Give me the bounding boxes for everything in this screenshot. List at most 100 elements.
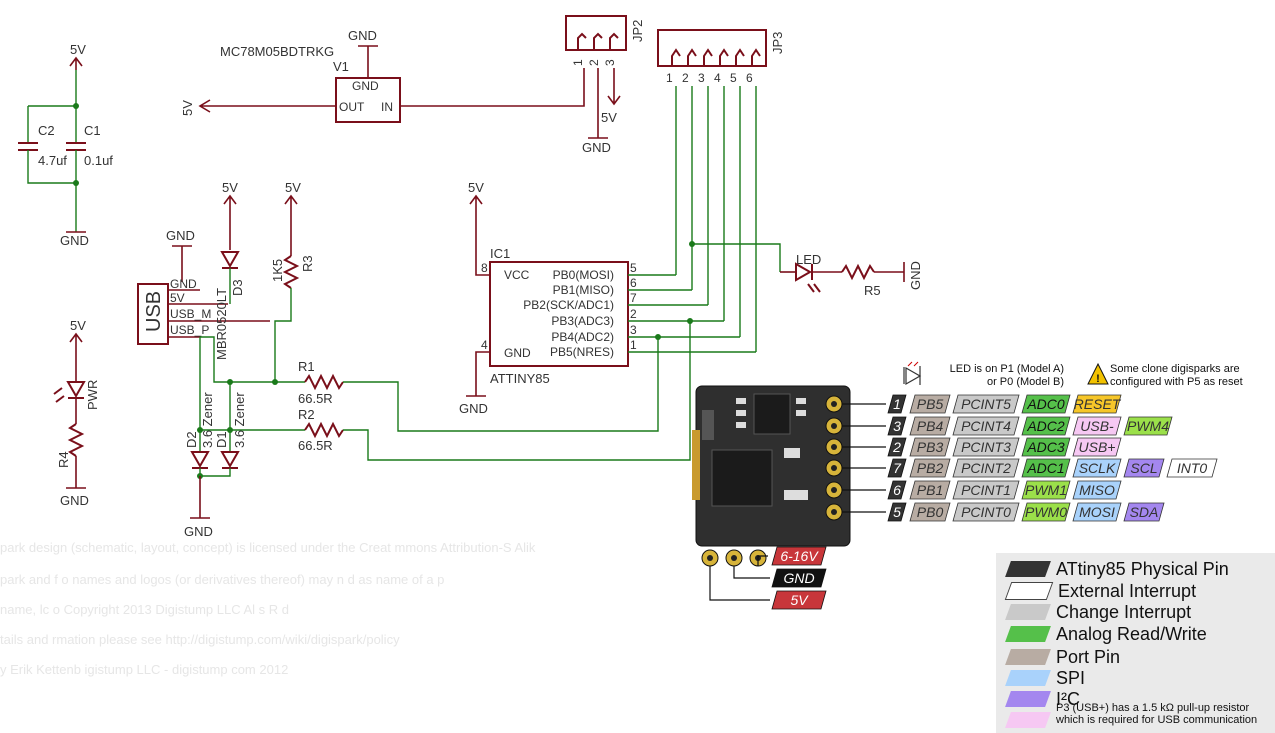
pin-tag-pwm-shape bbox=[1123, 416, 1173, 436]
ic-pin-num: 5 bbox=[630, 261, 637, 275]
usb-pin-lines bbox=[168, 289, 270, 338]
footer-line-1: park design (schematic, layout, concept)… bbox=[0, 540, 536, 555]
pin-tag-pcint-shape bbox=[952, 394, 1020, 414]
led-feed-wire bbox=[692, 243, 781, 272]
reg-gnd-pin: GND bbox=[352, 79, 379, 93]
usbm-wire bbox=[200, 336, 305, 383]
pin-tag-spi-shape bbox=[1072, 502, 1122, 522]
regulator-chip bbox=[711, 449, 773, 507]
ic-vcc-wire bbox=[469, 194, 490, 276]
legend-label: Port Pin bbox=[1056, 646, 1121, 667]
regulator-section: GND MC78M05BDTRKG V1 GND OUT IN 5V bbox=[180, 28, 585, 123]
ic-junction-pb3 bbox=[687, 318, 693, 324]
r2-resistor bbox=[304, 421, 344, 439]
jp3-pin-4: 4 bbox=[714, 71, 721, 85]
legend-item: Analog Read/Write bbox=[1005, 623, 1207, 644]
jp2-section: JP2 1 2 3 5V GND bbox=[565, 15, 645, 155]
c-gnd-label: GND bbox=[60, 233, 89, 248]
board-pin-pads bbox=[701, 395, 843, 567]
pwr-led-rays bbox=[53, 387, 65, 403]
r4-label: R4 bbox=[56, 451, 71, 468]
pin-tag-pcint-label: PCINT4 bbox=[961, 418, 1011, 434]
board-smd-part bbox=[702, 410, 714, 440]
pin-tag-pcint: PCINT2 bbox=[952, 458, 1020, 478]
pin-tag-adc-label: ADC2 bbox=[1026, 418, 1065, 434]
jp2-pin-3: 3 bbox=[603, 59, 617, 66]
legend-label: Analog Read/Write bbox=[1056, 623, 1207, 644]
notes: LED is on P1 (Model A) or P0 (Model B) !… bbox=[903, 361, 1243, 388]
board-smd-1 bbox=[736, 398, 746, 404]
legend-label: Change Interrupt bbox=[1056, 601, 1192, 622]
ic-pin-label: PB3(ADC3) bbox=[551, 314, 614, 328]
led-note-icon bbox=[903, 366, 922, 386]
jp2-5v-label: 5V bbox=[601, 110, 617, 125]
pin-tag-pcint-shape bbox=[952, 437, 1020, 457]
capacitor-section: 5V GND C2 C1 4.7uf 0.1uf bbox=[18, 42, 113, 248]
legend-item bbox=[1005, 710, 1056, 730]
pin-tag-usb: USB- bbox=[1072, 416, 1122, 436]
legend-item: Change Interrupt bbox=[1005, 601, 1192, 622]
physical-pin-tag-label: 7 bbox=[893, 460, 902, 476]
led-note-line-1: LED is on P1 (Model A) bbox=[950, 363, 1064, 375]
c2-label: C2 bbox=[38, 123, 55, 138]
pin-tag-pcint-label: PCINT2 bbox=[961, 460, 1011, 476]
r1-junction-b bbox=[272, 379, 278, 385]
pin-tag-spi-label: MISO bbox=[1079, 482, 1115, 498]
jp3-body bbox=[657, 29, 767, 67]
pin-tag-i2c-label: SDA bbox=[1130, 504, 1159, 520]
warning-icon bbox=[1087, 362, 1109, 385]
pwr-led-section: 5V PWR R4 GND bbox=[53, 318, 100, 508]
pin-tag-ext-label: INT0 bbox=[1177, 460, 1208, 476]
reg-out-pin: OUT bbox=[339, 100, 365, 114]
pin-tag-adc-label: ADC3 bbox=[1026, 439, 1065, 455]
pinout-leader-lines bbox=[842, 403, 886, 513]
pin-tag-pwm-shape bbox=[1021, 502, 1071, 522]
jp3-pin-3: 3 bbox=[698, 71, 705, 85]
c-5v-arrow bbox=[69, 56, 83, 70]
legend-label: ATtiny85 Physical Pin bbox=[1056, 558, 1229, 579]
ic-pin-label: PB0(MOSI) bbox=[553, 268, 614, 282]
pin-tag-pcint: PCINT1 bbox=[952, 480, 1020, 500]
r5-label: R5 bbox=[864, 283, 881, 298]
pin-tag-usb-shape bbox=[1072, 437, 1122, 457]
power-tag-vin: 6-16V bbox=[771, 546, 827, 566]
pin-tag-port-label: PB4 bbox=[917, 418, 944, 434]
pin-tag-ext: INT0 bbox=[1166, 458, 1218, 478]
jp2-pins-shape bbox=[577, 32, 619, 50]
c2-value: 4.7uf bbox=[38, 153, 67, 168]
pwr-label: PWR bbox=[85, 380, 100, 410]
jp3-section: JP3 1 2 3 4 5 6 bbox=[657, 29, 785, 352]
physical-pin-tag-shape bbox=[887, 416, 907, 436]
pin-tag-pcint-shape bbox=[952, 458, 1020, 478]
reg-out-5v-label: 5V bbox=[180, 100, 195, 116]
jp3-pins-shape bbox=[671, 48, 761, 66]
pin-tag-adc-shape bbox=[1021, 416, 1071, 436]
r3-label: R3 bbox=[300, 255, 315, 272]
ic-pin-wires bbox=[628, 274, 756, 353]
d2-label: D2 bbox=[184, 431, 199, 448]
zener-gnd-wire bbox=[190, 476, 210, 519]
usb-pin-gnd: GND bbox=[170, 277, 197, 291]
c-bottom-wire bbox=[27, 150, 77, 232]
physical-pin-tag: 7 bbox=[887, 458, 907, 478]
d1-label: D1 bbox=[214, 431, 229, 448]
jp3-wires bbox=[675, 86, 757, 352]
reg-gnd-label: GND bbox=[348, 28, 377, 43]
pin-tag-pcint: PCINT3 bbox=[952, 437, 1020, 457]
pin-tag-adc: ADC3 bbox=[1021, 437, 1071, 457]
pin-tag-spi-shape bbox=[1072, 458, 1122, 478]
ic-pin-label: PB1(MISO) bbox=[553, 283, 614, 297]
pin-tag-pcint-label: PCINT3 bbox=[961, 439, 1011, 455]
pin-tag-usb-shape bbox=[1072, 416, 1122, 436]
footer-line-5: y Erik Kettenb igistump LLC - digistump … bbox=[0, 662, 289, 677]
digispark-board bbox=[692, 385, 886, 601]
clone-note-line-1: Some clone digisparks are bbox=[1110, 363, 1240, 375]
pin-tag-pcint: PCINT0 bbox=[952, 502, 1020, 522]
legend-swatch bbox=[1005, 604, 1051, 620]
r4-gnd-wire bbox=[66, 456, 86, 489]
physical-pin-tag-label: 5 bbox=[893, 504, 901, 520]
physical-pin-tag-shape bbox=[887, 394, 907, 414]
legend-note-line-2: which is required for USB communication bbox=[1056, 714, 1258, 726]
pin-tag-pwm-shape bbox=[1021, 480, 1071, 500]
power-tag-gndtag: GND bbox=[771, 568, 827, 588]
